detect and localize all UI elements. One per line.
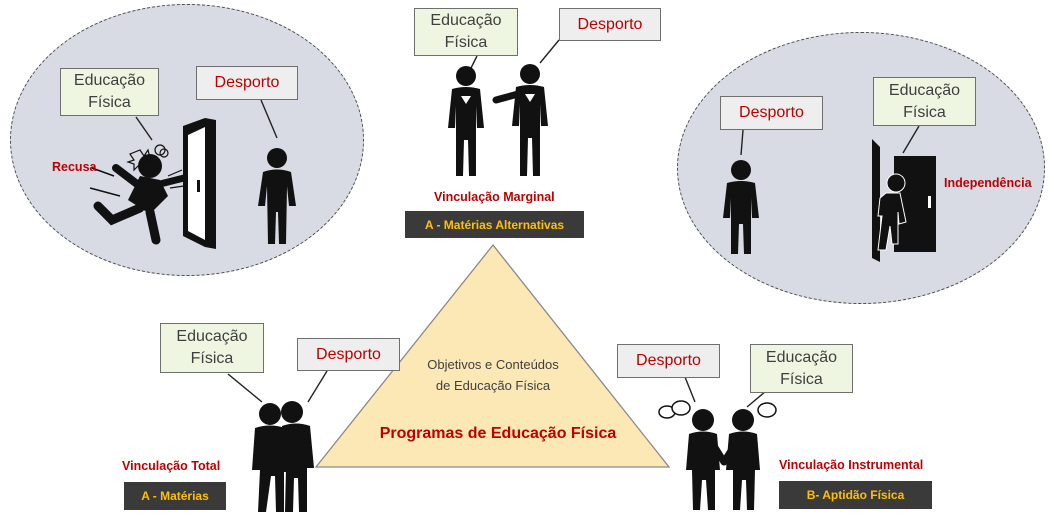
desporto-box-total: Desporto	[297, 338, 400, 371]
programs-triangle	[314, 243, 671, 468]
badge-materias: A - Matérias	[124, 482, 226, 510]
desporto-box-instrumental: Desporto	[617, 344, 720, 378]
educacao-fisica-box-marginal: Educação Física	[414, 8, 518, 56]
educacao-fisica-box-instrumental: Educação Física	[750, 344, 853, 393]
ef-line2: Física	[88, 94, 131, 111]
desporto-label: Desporto	[577, 15, 643, 33]
person-icon	[492, 64, 548, 176]
anger-icon	[126, 144, 169, 172]
vinculacao-total-label: Vinculação Total	[122, 459, 221, 473]
slammed-door-icon	[183, 118, 216, 249]
vinculacao-marginal-label: Vinculação Marginal	[434, 190, 555, 204]
ef-line2: Física	[780, 370, 823, 388]
person-icon	[723, 160, 759, 254]
desporto-box-marginal: Desporto	[559, 8, 661, 41]
desporto-label: Desporto	[739, 104, 804, 121]
ef-line2: Física	[903, 103, 946, 121]
ef-line1: Educação	[430, 12, 502, 29]
walking-person-icon	[877, 173, 907, 251]
desporto-label: Desporto	[214, 74, 280, 91]
angry-person-icon	[89, 154, 188, 245]
badge-aptidao-fisica: B- Aptidão Física	[779, 481, 932, 509]
triangle-subtitle-line1: Objetivos e Conteúdos	[427, 357, 559, 372]
educacao-fisica-box-independencia: Educação Física	[873, 77, 976, 126]
desporto-box-independencia: Desporto	[720, 96, 823, 130]
desporto-box-recusa: Desporto	[196, 66, 298, 100]
desporto-label: Desporto	[316, 345, 381, 363]
speech-bubble-icon	[658, 400, 777, 419]
person-icon	[258, 148, 296, 244]
ef-line2: Física	[190, 350, 234, 367]
desporto-label: Desporto	[636, 352, 701, 369]
ef-line1: Educação	[888, 81, 961, 99]
handshake-icon	[686, 409, 760, 510]
couple-icon	[252, 401, 314, 512]
ef-line2: Física	[444, 34, 488, 51]
ef-line1: Educação	[73, 72, 146, 89]
educacao-fisica-box-recusa: Educação Física	[60, 68, 159, 116]
triangle-title: Programas de Educação Física	[379, 425, 617, 442]
ef-line1: Educação	[765, 348, 838, 366]
ef-line1: Educação	[176, 328, 248, 345]
independencia-label: Independência	[944, 176, 1032, 190]
person-icon	[448, 66, 484, 176]
recusa-label: Recusa	[52, 160, 97, 174]
educacao-fisica-box-total: Educação Física	[160, 323, 264, 373]
triangle-subtitle-line2: de Educação Física	[435, 378, 551, 393]
badge-materias-alternativas: A - Matérias Alternativas	[405, 211, 584, 238]
vinculacao-instrumental-label: Vinculação Instrumental	[779, 458, 924, 472]
